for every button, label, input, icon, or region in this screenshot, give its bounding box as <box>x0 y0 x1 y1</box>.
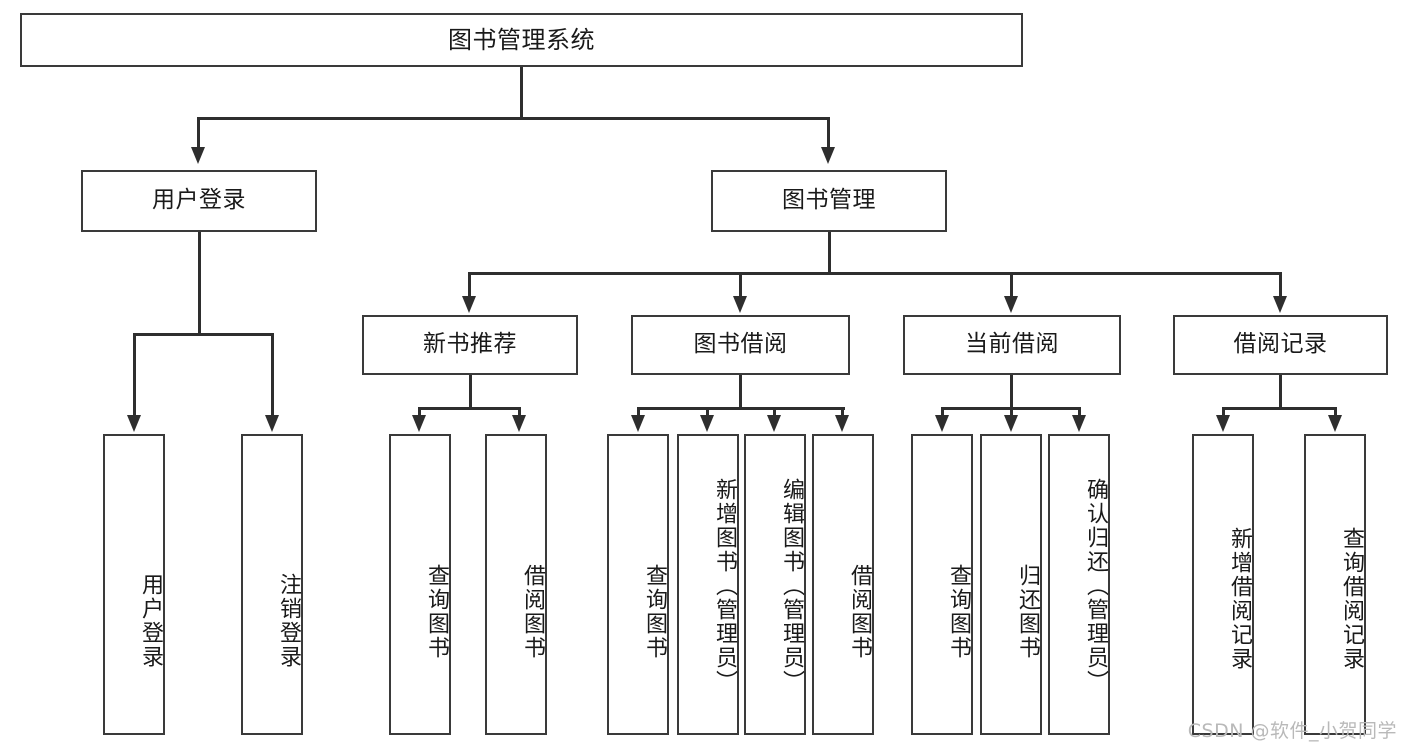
node-label: 确认归还（管理员） <box>1083 478 1108 694</box>
connector-user-login-child-1 <box>133 333 136 417</box>
node-label: 借阅记录 <box>1233 331 1328 358</box>
node-label: 图书管理系统 <box>448 25 595 54</box>
node-label: 查询图书 <box>642 563 667 660</box>
connector-book-borrow-child-2 <box>706 407 709 417</box>
arrow-to-borrow-record <box>1273 296 1287 313</box>
connector-to-user-login <box>197 117 200 149</box>
arrow-user-login-child-2 <box>265 415 279 432</box>
leaf-borrow-record-add-record[interactable]: 新增借阅记录 <box>1192 434 1254 735</box>
arrow-current-borrow-child-1 <box>935 415 949 432</box>
arrow-current-borrow-child-3 <box>1072 415 1086 432</box>
node-label: 图书借阅 <box>693 331 788 358</box>
node-new-book-recommend[interactable]: 新书推荐 <box>362 315 578 375</box>
connector-book-borrow-child-4 <box>841 407 844 417</box>
arrow-book-borrow-child-1 <box>631 415 645 432</box>
connector-level1-bar <box>197 117 829 120</box>
arrow-new-book-recommend-child-2 <box>512 415 526 432</box>
connector-current-borrow-child-1 <box>941 407 944 417</box>
connector-book-borrow-child-1 <box>637 407 640 417</box>
arrow-new-book-recommend-child-1 <box>412 415 426 432</box>
node-label: 新增图书（管理员） <box>712 478 737 694</box>
node-label: 新书推荐 <box>423 331 517 358</box>
connector-borrow-record-child-2 <box>1334 407 1337 417</box>
node-current-borrow[interactable]: 当前借阅 <box>903 315 1121 375</box>
leaf-book-borrow-query-book[interactable]: 查询图书 <box>607 434 669 735</box>
connector-current-borrow-stem <box>1010 375 1013 409</box>
arrow-borrow-record-child-2 <box>1328 415 1342 432</box>
node-label: 注销登录 <box>276 572 301 669</box>
node-label: 查询图书 <box>946 563 971 660</box>
arrow-book-borrow-child-4 <box>835 415 849 432</box>
connector-root-stem <box>520 67 523 119</box>
connector-user-login-child-2 <box>271 333 274 417</box>
connector-new-book-recommend-child-1 <box>418 407 421 417</box>
leaf-new-book-query-book[interactable]: 查询图书 <box>389 434 451 735</box>
leaf-new-book-borrow-book[interactable]: 借阅图书 <box>485 434 547 735</box>
arrow-user-login-child-1 <box>127 415 141 432</box>
connector-book-borrow-child-3 <box>773 407 776 417</box>
connector-to-borrow-record <box>1279 272 1282 298</box>
connector-user-login-stem <box>198 232 201 335</box>
connector-book-borrow-stem <box>739 375 742 409</box>
connector-user-login-bar <box>133 333 273 336</box>
connector-to-book-borrow <box>739 272 742 298</box>
arrow-to-new-book-recommend <box>462 296 476 313</box>
connector-current-borrow-child-3 <box>1078 407 1081 417</box>
leaf-user-login-login[interactable]: 用户登录 <box>103 434 165 735</box>
node-label: 借阅图书 <box>520 563 545 660</box>
node-label: 新增借阅记录 <box>1227 526 1252 671</box>
leaf-book-borrow-borrow-book[interactable]: 借阅图书 <box>812 434 874 735</box>
node-user-login[interactable]: 用户登录 <box>81 170 317 232</box>
connector-book-borrow-bar <box>637 407 845 410</box>
leaf-book-borrow-add-book-admin[interactable]: 新增图书（管理员） <box>677 434 739 735</box>
connector-to-book-management <box>827 117 830 149</box>
connector-borrow-record-child-1 <box>1222 407 1225 417</box>
connector-new-book-recommend-bar <box>418 407 520 410</box>
node-label: 图书管理 <box>782 187 876 214</box>
arrow-to-book-borrow <box>733 296 747 313</box>
connector-new-book-recommend-stem <box>469 375 472 409</box>
connector-to-new-book-recommend <box>468 272 471 298</box>
leaf-borrow-record-query-record[interactable]: 查询借阅记录 <box>1304 434 1366 735</box>
arrow-book-borrow-child-3 <box>767 415 781 432</box>
leaf-user-login-logout[interactable]: 注销登录 <box>241 434 303 735</box>
node-label: 当前借阅 <box>965 331 1059 358</box>
connector-level2-bar <box>468 272 1280 275</box>
arrow-to-book-management <box>821 147 835 164</box>
node-label: 用户登录 <box>138 572 163 669</box>
connector-book-management-stem <box>828 232 831 274</box>
connector-new-book-recommend-child-2 <box>518 407 521 417</box>
node-label: 查询借阅记录 <box>1339 526 1364 671</box>
connector-borrow-record-stem <box>1279 375 1282 409</box>
connector-current-borrow-child-2 <box>1010 407 1013 417</box>
arrow-borrow-record-child-1 <box>1216 415 1230 432</box>
node-label: 归还图书 <box>1015 563 1040 660</box>
leaf-book-borrow-edit-book-admin[interactable]: 编辑图书（管理员） <box>744 434 806 735</box>
node-root-book-management-system[interactable]: 图书管理系统 <box>20 13 1023 67</box>
node-label: 编辑图书（管理员） <box>779 478 804 694</box>
node-book-borrow[interactable]: 图书借阅 <box>631 315 850 375</box>
connector-borrow-record-bar <box>1222 407 1336 410</box>
connector-to-current-borrow <box>1010 272 1013 298</box>
node-label: 查询图书 <box>424 563 449 660</box>
leaf-current-borrow-return-book[interactable]: 归还图书 <box>980 434 1042 735</box>
arrow-to-current-borrow <box>1004 296 1018 313</box>
arrow-to-user-login <box>191 147 205 164</box>
node-label: 用户登录 <box>152 187 246 214</box>
arrow-book-borrow-child-2 <box>700 415 714 432</box>
arrow-current-borrow-child-2 <box>1004 415 1018 432</box>
node-borrow-record[interactable]: 借阅记录 <box>1173 315 1388 375</box>
leaf-current-borrow-confirm-return-admin[interactable]: 确认归还（管理员） <box>1048 434 1110 735</box>
leaf-current-borrow-query-book[interactable]: 查询图书 <box>911 434 973 735</box>
node-book-management[interactable]: 图书管理 <box>711 170 947 232</box>
node-label: 借阅图书 <box>847 563 872 660</box>
